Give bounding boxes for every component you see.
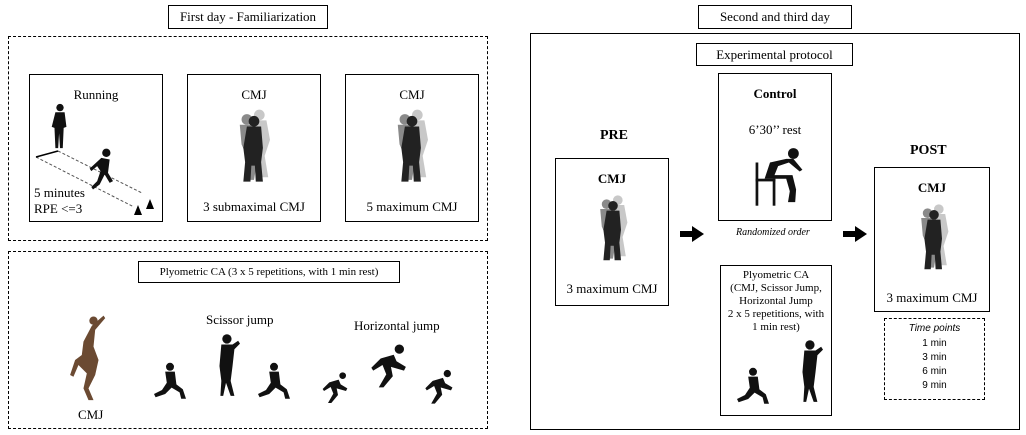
- plyometric-ca-line2: (CMJ, Scissor Jump,: [730, 282, 822, 294]
- control-label: Control: [753, 86, 797, 101]
- scissor-jump-label: Scissor jump: [206, 312, 274, 327]
- warmup-panel: [8, 36, 488, 241]
- horizontal-landing-figure: [418, 362, 462, 410]
- plyometric-title-box: Plyometric CA (3 x 5 repetitions, with 1…: [138, 261, 400, 283]
- time-point-item: 1 min: [922, 338, 947, 349]
- cmj-dancer-figure: [68, 314, 114, 406]
- plyometric-ca-box: Plyometric CA (CMJ, Scissor Jump, Horizo…: [720, 265, 832, 416]
- time-point-item: 6 min: [922, 366, 947, 377]
- protocol-title: Experimental protocol: [716, 47, 833, 62]
- control-detail: 6’30’’ rest: [748, 122, 802, 137]
- running-label: Running: [73, 87, 119, 102]
- pre-heading: PRE: [600, 128, 628, 143]
- runner-figure: [86, 147, 120, 197]
- plyometric-title: Plyometric CA (3 x 5 repetitions, with 1…: [159, 266, 379, 278]
- cmj-silhouette-figure: [224, 107, 284, 187]
- plyometric-leap-figure: [795, 338, 823, 406]
- cmj-maximum-label: CMJ: [399, 87, 425, 102]
- arrow-to-post: [843, 226, 867, 242]
- right-title: Second and third day: [719, 9, 831, 24]
- cmj-silhouette-figure: [905, 202, 963, 274]
- cmj-silhouette-figure: [584, 193, 642, 265]
- plyometric-cmj-label: CMJ: [78, 407, 104, 422]
- seated-rest-figure: [743, 144, 815, 208]
- plyometric-ca-line4: 2 x 5 repetitions, with: [727, 308, 825, 320]
- horizontal-flight-figure: [362, 340, 418, 390]
- time-point-item: 9 min: [922, 380, 947, 391]
- protocol-panel: [530, 33, 1020, 430]
- scissor-lunge-figure: [146, 355, 194, 409]
- time-points-title: Time points: [908, 323, 961, 334]
- arrow-to-conditions: [680, 226, 704, 242]
- cmj-submaximal-label: CMJ: [241, 87, 267, 102]
- running-detail-line2: RPE <=3: [34, 201, 83, 216]
- pre-box: CMJ 3 maximum CMJ: [555, 158, 669, 306]
- pre-detail: 3 maximum CMJ: [566, 281, 658, 296]
- plyometric-ca-line3: Horizontal Jump: [739, 295, 813, 307]
- protocol-title-box: Experimental protocol: [696, 43, 853, 66]
- post-detail: 3 maximum CMJ: [886, 290, 978, 305]
- horizontal-crouch-figure: [316, 365, 356, 409]
- control-box: Control 6’30’’ rest: [718, 73, 832, 221]
- cmj-submaximal-box: CMJ 3 submaximal CMJ: [187, 74, 321, 222]
- post-box: CMJ 3 maximum CMJ: [874, 167, 990, 312]
- time-point-item: 3 min: [922, 352, 947, 363]
- pre-cmj-label: CMJ: [597, 171, 627, 186]
- plyometric-ca-line1: Plyometric CA: [742, 269, 810, 281]
- left-title-box: First day - Familiarization: [168, 5, 328, 29]
- post-heading: POST: [910, 143, 947, 158]
- right-title-box: Second and third day: [698, 5, 852, 29]
- scissor-leap-figure: [212, 332, 240, 400]
- randomized-order-note: Randomized order: [736, 227, 810, 238]
- running-detail-line1: 5 minutes: [34, 185, 85, 200]
- cmj-submaximal-detail: 3 submaximal CMJ: [203, 199, 305, 214]
- left-title: First day - Familiarization: [179, 9, 317, 24]
- course-lines: [35, 150, 154, 215]
- plyometric-ca-line5: 1 min rest): [752, 321, 800, 333]
- cmj-maximum-detail: 5 maximum CMJ: [366, 199, 458, 214]
- running-box: Running 5 minutes RPE <=3: [29, 74, 163, 222]
- horizontal-jump-label: Horizontal jump: [354, 318, 440, 333]
- post-cmj-label: CMJ: [917, 180, 947, 195]
- cmj-silhouette-figure: [382, 107, 442, 187]
- scissor-lunge-figure: [250, 355, 298, 409]
- plyometric-lunge-figure: [729, 362, 777, 412]
- cmj-maximum-box: CMJ 5 maximum CMJ: [345, 74, 479, 222]
- plyometric-panel: [8, 251, 488, 429]
- time-points-box: Time points 1 min 3 min 6 min 9 min: [884, 318, 985, 400]
